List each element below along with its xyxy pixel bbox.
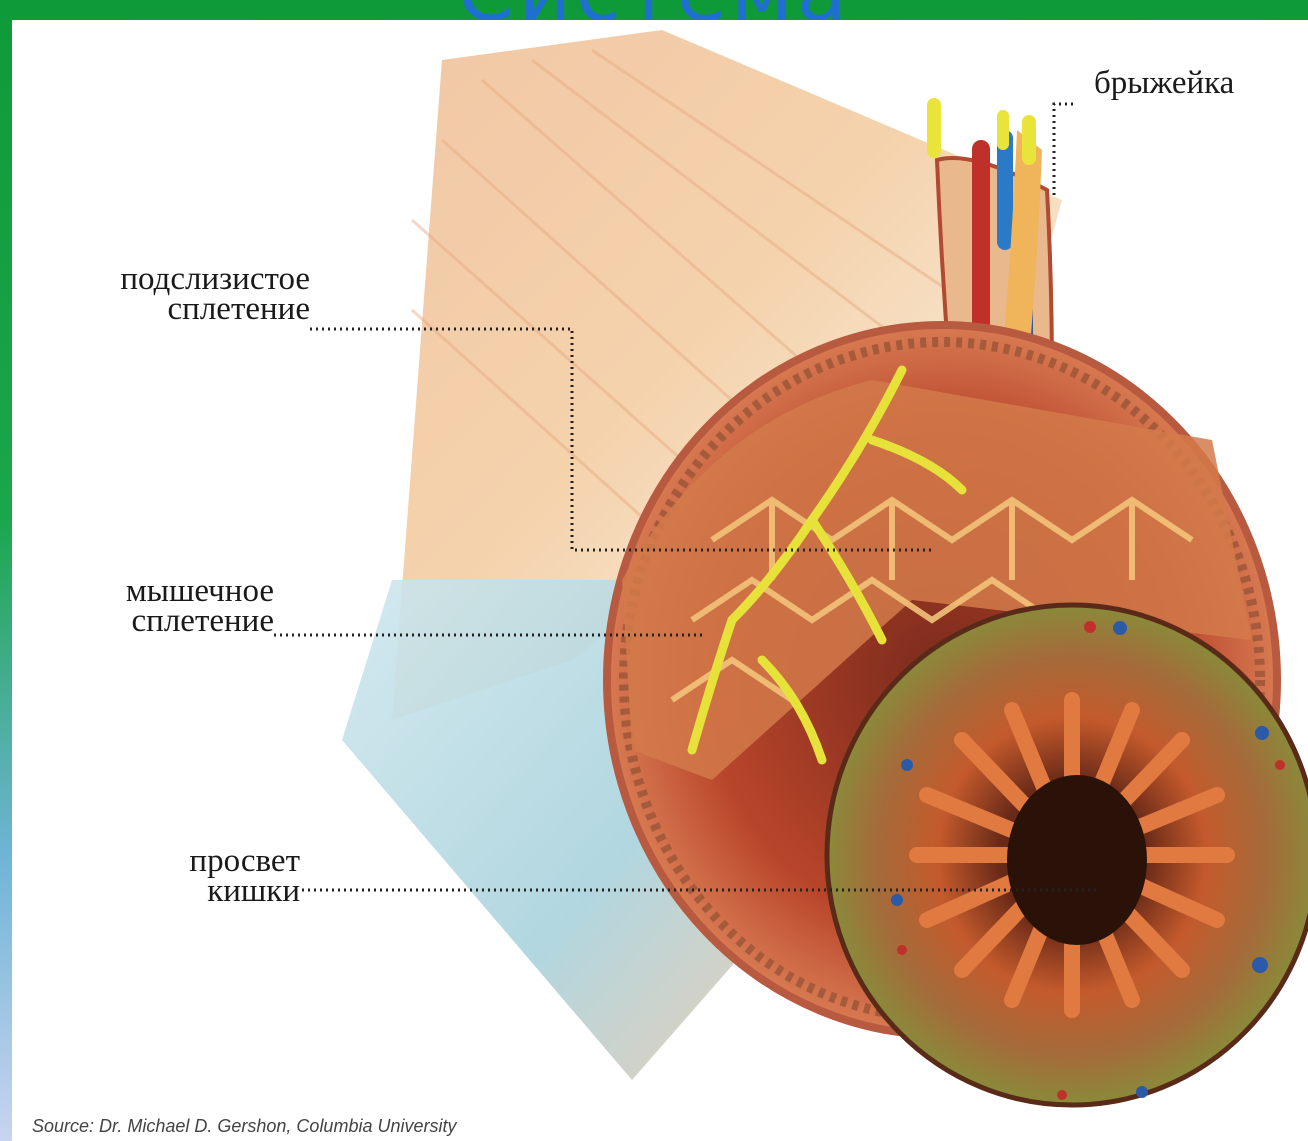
- label-lumen: просвет кишки: [132, 846, 300, 906]
- lumen: [1007, 775, 1147, 945]
- label-lumen-line2: кишки: [132, 876, 300, 906]
- label-submucosal-line1: подслизистое: [50, 264, 310, 294]
- illustration-panel: брыжейка подслизистое сплетение мышечное…: [12, 20, 1308, 1141]
- label-mesentery: брыжейка: [1094, 68, 1234, 98]
- label-myenteric-line1: мышечное: [62, 576, 274, 606]
- source-credit: Source: Dr. Michael D. Gershon, Columbia…: [32, 1116, 456, 1137]
- label-submucosal-line2: сплетение: [50, 294, 310, 324]
- label-submucosal-plexus: подслизистое сплетение: [50, 264, 310, 324]
- label-myenteric-plexus: мышечное сплетение: [62, 576, 274, 636]
- label-lumen-line1: просвет: [132, 846, 300, 876]
- label-mesentery-text: брыжейка: [1094, 68, 1234, 98]
- label-myenteric-line2: сплетение: [62, 606, 274, 636]
